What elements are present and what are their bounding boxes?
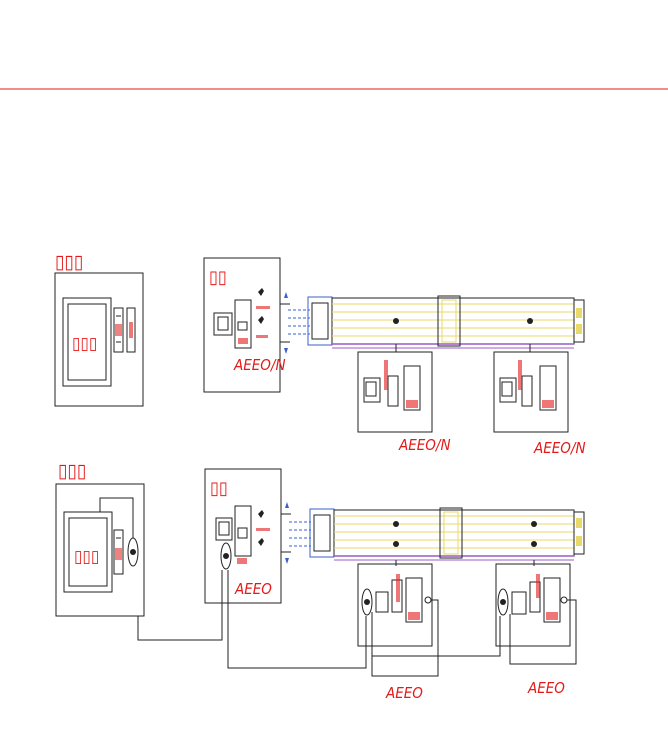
box-label: ▯▯ — [210, 478, 228, 499]
dashed-link — [289, 521, 311, 547]
unit-caption: AEEO — [385, 684, 423, 702]
distribution-box: ▯▯ AEEO — [204, 468, 291, 604]
cabinet: ▯▯▯ — [55, 483, 223, 641]
row-1: ▯▯▯ ▯▯▯ ▯▯ AEEO/N — [54, 251, 586, 457]
busway-rail — [307, 295, 585, 352]
box-label: ▯▯ — [209, 267, 227, 288]
row-2: ▯▯▯ ▯▯▯ ▯▯ — [55, 460, 585, 702]
cabinet-inner-label: ▯▯▯ — [72, 334, 97, 354]
box-caption: AEEO — [234, 580, 272, 598]
unit-caption: AEEO/N — [398, 436, 451, 454]
tap-unit: AEEO — [371, 563, 577, 697]
busway-rail — [309, 507, 585, 566]
cabinet-label: ▯▯▯ — [55, 251, 83, 273]
tap-unit: AEEO/N — [357, 351, 451, 454]
unit-caption: AEEO — [527, 679, 565, 697]
dashed-link — [288, 309, 310, 335]
cabinet-inner-label: ▯▯▯ — [74, 547, 99, 567]
unit-caption: AEEO/N — [533, 439, 586, 457]
cabinet-label: ▯▯▯ — [58, 460, 86, 482]
box-caption: AEEO/N — [233, 356, 286, 374]
cabinet: ▯▯▯ — [54, 272, 144, 407]
distribution-box: ▯▯ AEEO/N — [203, 257, 290, 393]
tap-unit: AEEO/N — [493, 351, 586, 457]
